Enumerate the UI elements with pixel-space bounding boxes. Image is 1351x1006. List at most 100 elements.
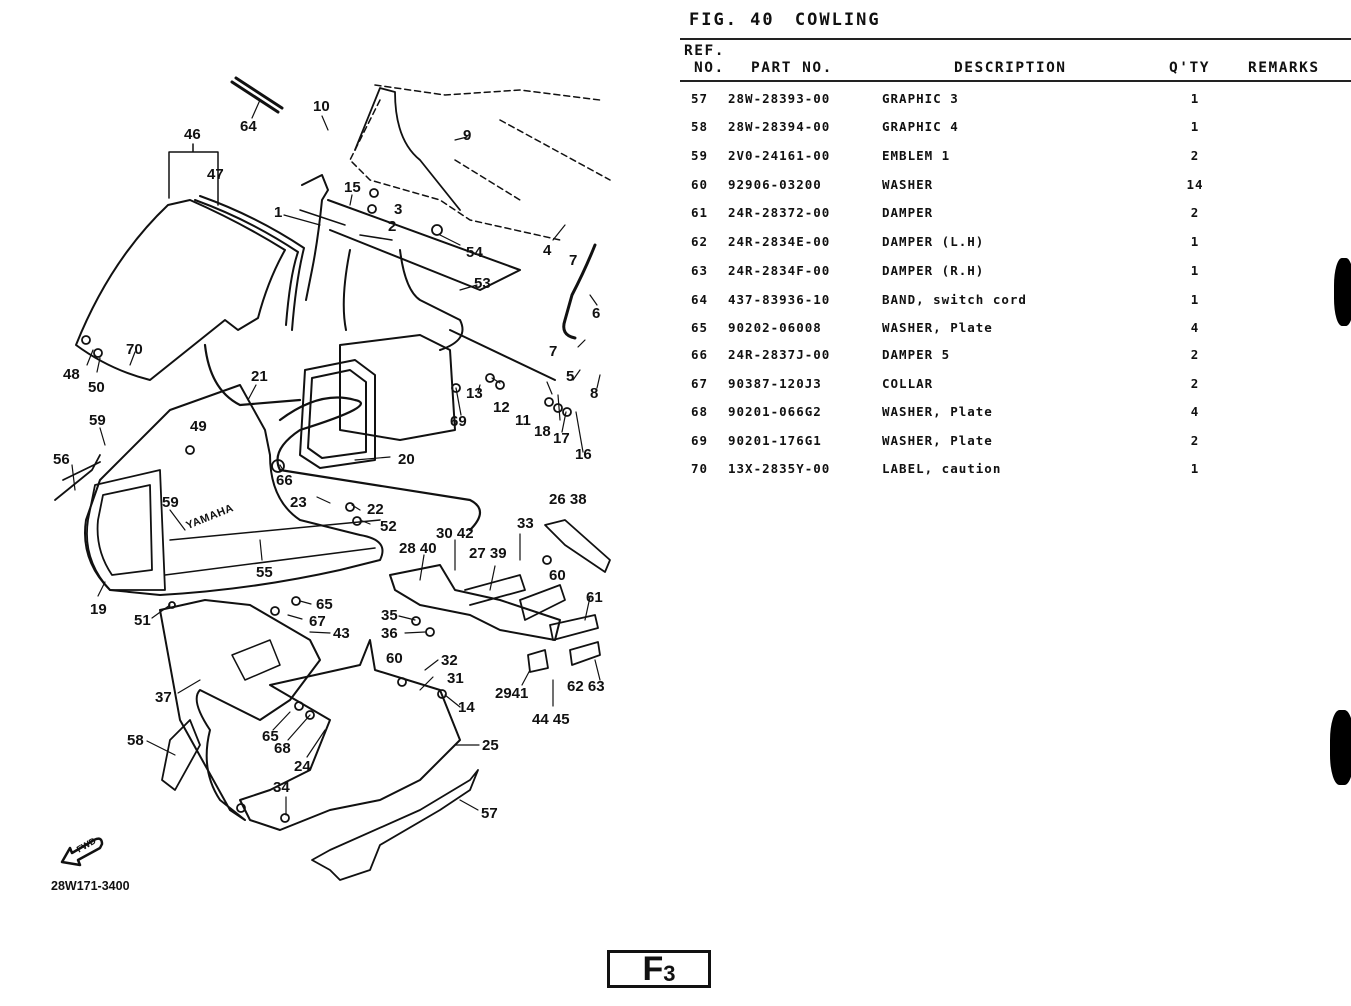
description: BAND, switch cord: [882, 292, 1027, 307]
switch-cord-band: [230, 76, 284, 114]
callout-10: 10: [313, 98, 330, 115]
ref-no: 62: [691, 234, 709, 249]
table-row: 58 28W-28394-00 GRAPHIC 4 1: [0, 119, 1351, 139]
header-qty: Q'TY: [1169, 60, 1210, 76]
quantity: 4: [1190, 320, 1200, 335]
callout-52: 52: [380, 518, 397, 535]
callout-70: 70: [126, 341, 143, 358]
description: WASHER, Plate: [882, 404, 993, 419]
quantity: 1: [1190, 292, 1200, 307]
table-row: 67 90387-120J3 COLLAR 2: [0, 376, 1351, 396]
description: DAMPER: [882, 205, 934, 220]
callout-7-lower: 7: [549, 343, 558, 360]
callout-9: 9: [463, 127, 472, 144]
ref-no: 64: [691, 292, 709, 307]
quantity: 1: [1190, 461, 1200, 476]
table-row: 64 437-83936-10 BAND, switch cord 1: [0, 292, 1351, 312]
figure-title: FIG. 40 COWLING: [689, 10, 881, 30]
title-rule: [680, 38, 1351, 40]
callout-12: 12: [493, 399, 510, 416]
callout-51: 51: [134, 612, 151, 629]
description: WASHER, Plate: [882, 433, 993, 448]
part-no: 13X-2835Y-00: [728, 461, 831, 476]
callout-60-upper: 60: [549, 567, 566, 584]
callout-5: 5: [566, 368, 575, 385]
description: WASHER, Plate: [882, 320, 993, 335]
description: DAMPER (L.H): [882, 234, 985, 249]
description: LABEL, caution: [882, 461, 1002, 476]
header-ref-line1: REF.: [684, 43, 725, 59]
callout-14: 14: [458, 699, 475, 716]
ref-no: 68: [691, 404, 709, 419]
callout-8: 8: [590, 385, 599, 402]
callout-67: 67: [309, 613, 326, 630]
table-row: 65 90202-06008 WASHER, Plate 4: [0, 320, 1351, 340]
part-no: 24R-2837J-00: [728, 347, 831, 362]
stay-bracket: [301, 174, 556, 381]
callout-34: 34: [273, 779, 290, 796]
table-row: 66 24R-2837J-00 DAMPER 5 2: [0, 347, 1351, 367]
windscreen: [75, 199, 286, 381]
table-row: 69 90201-176G1 WASHER, Plate 2: [0, 433, 1351, 453]
callout-56: 56: [53, 451, 70, 468]
callout-29-41: 2941: [495, 685, 529, 702]
part-no: 92906-03200: [728, 177, 822, 192]
table-row: 70 13X-2835Y-00 LABEL, caution 1: [0, 461, 1351, 481]
headlight-opening: [86, 469, 166, 591]
quantity: 4: [1190, 404, 1200, 419]
callout-54: 54: [466, 244, 483, 261]
ref-no: 63: [691, 263, 709, 278]
callout-24: 24: [294, 758, 311, 775]
callout-64: 64: [240, 118, 257, 135]
exploded-parts-diagram: 64 10 9 46 47 15 3 2 1 54 53 4 7 6 7 5 8…: [0, 0, 660, 920]
part-no: 28W-28394-00: [728, 119, 831, 134]
ref-no: 69: [691, 433, 709, 448]
callout-19: 19: [90, 601, 107, 618]
callout-57: 57: [481, 805, 498, 822]
page-letter: F: [642, 950, 664, 988]
header-description: DESCRIPTION: [954, 60, 1067, 76]
callout-37: 37: [155, 689, 172, 706]
callout-25: 25: [482, 737, 499, 754]
callout-23: 23: [290, 494, 307, 511]
callout-20: 20: [398, 451, 415, 468]
figure-name: COWLING: [794, 10, 881, 30]
quantity: 1: [1190, 234, 1200, 249]
windscreen-trim: [194, 195, 305, 331]
callout-17: 17: [553, 430, 570, 447]
callout-69: 69: [450, 413, 467, 430]
figure-label: FIG. 40: [689, 10, 775, 30]
leader-lines: [71, 99, 601, 816]
callout-13: 13: [466, 385, 483, 402]
callout-58: 58: [127, 732, 144, 749]
graphic-strip-57: [311, 769, 479, 881]
scan-blot: [1330, 710, 1351, 785]
drawing-number: 28W171-3400: [51, 879, 130, 893]
quantity: 2: [1190, 347, 1200, 362]
under-cowling: [239, 639, 461, 831]
quantity: 1: [1190, 263, 1200, 278]
callout-1: 1: [274, 204, 283, 221]
quantity: 2: [1190, 205, 1200, 220]
table-row: 60 92906-03200 WASHER 14: [0, 177, 1351, 197]
callout-3: 3: [394, 201, 403, 218]
callout-43: 43: [333, 625, 350, 642]
part-no: 2V0-24161-00: [728, 148, 831, 163]
header-part-no: PART NO.: [751, 60, 833, 76]
page-number: 3: [663, 961, 676, 986]
table-row: 62 24R-2834E-00 DAMPER (L.H) 1: [0, 234, 1351, 254]
ref-no: 70: [691, 461, 709, 476]
graphic-strip-58: [161, 719, 201, 791]
callout-2: 2: [388, 218, 397, 235]
callout-16: 16: [575, 446, 592, 463]
callout-48: 48: [63, 366, 80, 383]
quantity: 1: [1190, 119, 1200, 134]
part-no: 90387-120J3: [728, 376, 822, 391]
callout-36: 36: [381, 625, 398, 642]
scan-blot: [1334, 258, 1351, 326]
callout-21: 21: [251, 368, 268, 385]
callout-62-63: 62 63: [567, 678, 605, 695]
callout-35: 35: [381, 607, 398, 624]
diagram-linework: [54, 76, 611, 881]
description: GRAPHIC 3: [882, 91, 959, 106]
